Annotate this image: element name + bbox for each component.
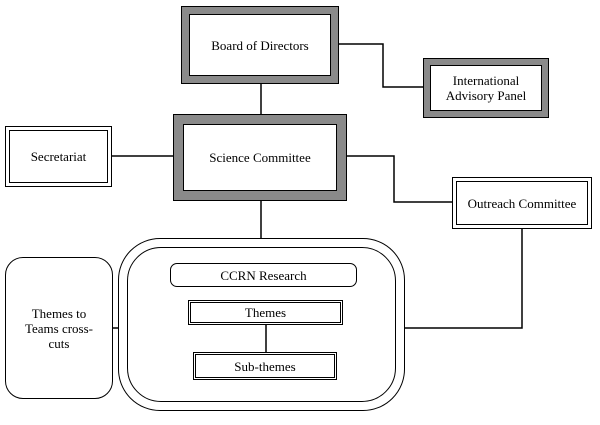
science-committee-box: Science Committee: [173, 114, 347, 201]
ccrn-research-box: CCRN Research: [170, 263, 357, 287]
secretariat-box: Secretariat: [5, 126, 112, 187]
themes-label: Themes: [244, 305, 287, 320]
ccrn-research-label: CCRN Research: [220, 267, 307, 283]
research-frame-outer: [118, 238, 405, 411]
international-advisory-panel-box: International Advisory Panel: [423, 58, 549, 118]
outreach-committee-box: Outreach Committee: [452, 177, 592, 229]
themes-to-teams-box: Themes to Teams cross-cuts: [5, 257, 113, 399]
connector-research-outreach: [405, 229, 523, 329]
board-of-directors-label: Board of Directors: [189, 14, 331, 76]
science-committee-label: Science Committee: [183, 124, 337, 191]
board-of-directors-box: Board of Directors: [181, 6, 339, 84]
connector-board-advisory: [339, 43, 423, 88]
international-advisory-panel-label: International Advisory Panel: [430, 65, 542, 111]
connector-science-outreach: [347, 155, 452, 203]
secretariat-label: Secretariat: [9, 130, 108, 183]
sub-themes-box: Sub-themes: [193, 352, 337, 380]
sub-themes-label: Sub-themes: [234, 358, 296, 374]
themes-box: Themes: [188, 300, 343, 325]
research-frame-inner: [127, 247, 396, 402]
themes-to-teams-label: Themes to Teams cross-cuts: [24, 305, 94, 351]
outreach-committee-label: Outreach Committee: [456, 181, 588, 225]
